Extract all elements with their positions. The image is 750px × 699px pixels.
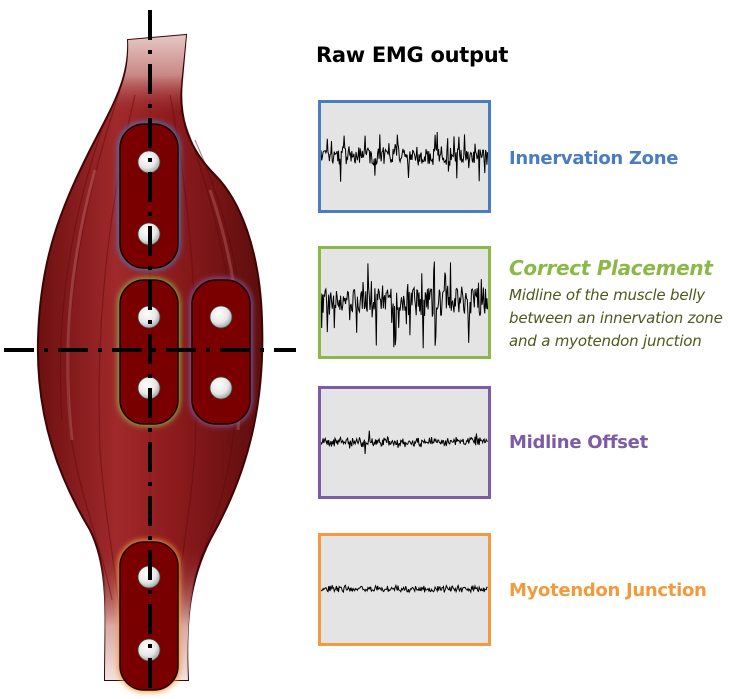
emg-signal-correct-placement: [318, 246, 491, 359]
emg-trace: [321, 430, 488, 455]
emg-trace: [321, 131, 488, 182]
label-correct-placement: Correct Placement: [509, 256, 713, 280]
label-innervation-zone: Innervation Zone: [509, 148, 679, 169]
emg-waveform: [321, 583, 488, 594]
upper-tendon: [108, 35, 186, 115]
emg-waveform: [321, 131, 488, 182]
emg-trace: [321, 261, 488, 349]
electrode-icon: [209, 305, 233, 329]
emg-signal-midline-offset: [318, 386, 491, 499]
electrode-icon: [209, 376, 233, 400]
emg-waveform: [321, 430, 488, 455]
description-line: Midline of the muscle belly: [509, 286, 705, 304]
emg-trace: [321, 583, 488, 594]
description-line: and a myotendon junction: [509, 332, 702, 350]
emg-signal-innervation-zone: [318, 100, 491, 213]
emg-waveform: [321, 261, 488, 349]
label-myotendon-junction: Myotendon Junction: [509, 580, 707, 601]
emg-signal-myotendon-junction: [318, 533, 491, 646]
diagram-heading: Raw EMG output: [316, 43, 509, 67]
electrode-icon: [137, 638, 161, 662]
description-line: between an innervation zone: [509, 309, 723, 327]
correct-placement-description: Midline of the muscle belly between an i…: [509, 284, 723, 353]
label-midline-offset: Midline Offset: [509, 432, 648, 453]
muscle-illustration: [4, 10, 296, 692]
